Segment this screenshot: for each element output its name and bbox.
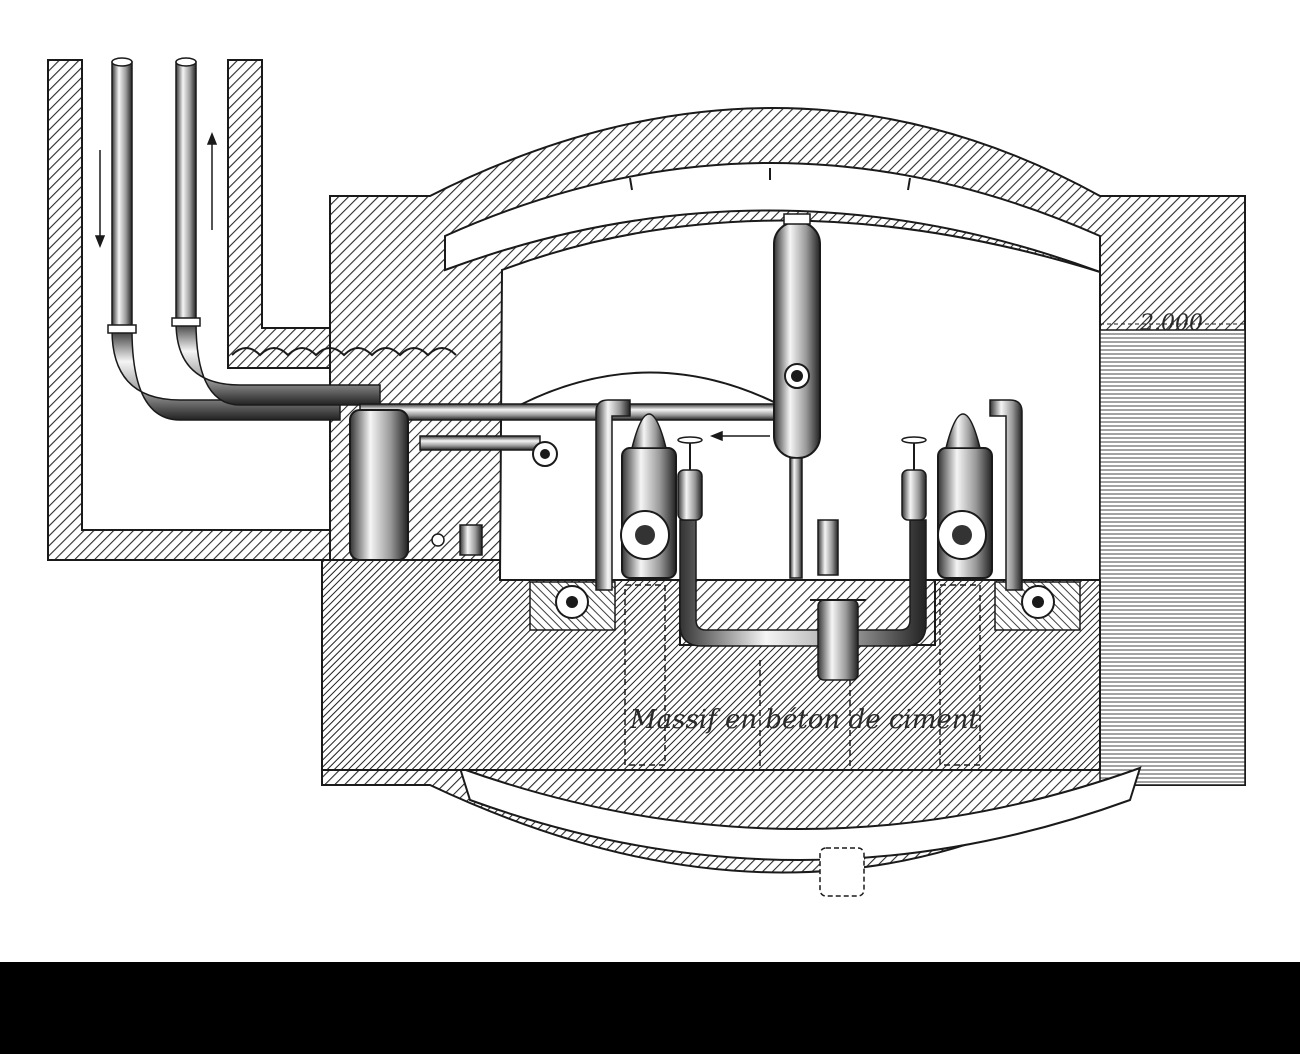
flow-arrows xyxy=(94,131,770,442)
right-inner-wall xyxy=(1099,329,1246,786)
condenser-tank xyxy=(349,409,409,561)
upflow-pipe xyxy=(175,61,197,323)
bottom-drain xyxy=(819,847,865,897)
arch-ticks xyxy=(629,168,911,191)
engraving-cross-section: 2.000 Massif en béton de ciment xyxy=(47,57,1246,897)
central-valve xyxy=(817,599,859,681)
lower-arch-band xyxy=(458,766,1142,861)
concrete-foundation xyxy=(321,559,1101,771)
water-surface xyxy=(231,347,457,357)
right-riser-pipe xyxy=(989,399,1023,591)
left-riser-pipe xyxy=(595,399,631,591)
downflow-pipe xyxy=(111,61,133,331)
piping xyxy=(94,57,1055,681)
foundation-bolts xyxy=(624,584,981,770)
bottom-black-band xyxy=(0,962,1300,1054)
main-horizontal-pipe xyxy=(359,403,781,421)
air-receiver xyxy=(773,221,821,459)
foundation-label: Massif en béton de ciment xyxy=(629,705,980,735)
inner-small-arch xyxy=(519,371,781,406)
